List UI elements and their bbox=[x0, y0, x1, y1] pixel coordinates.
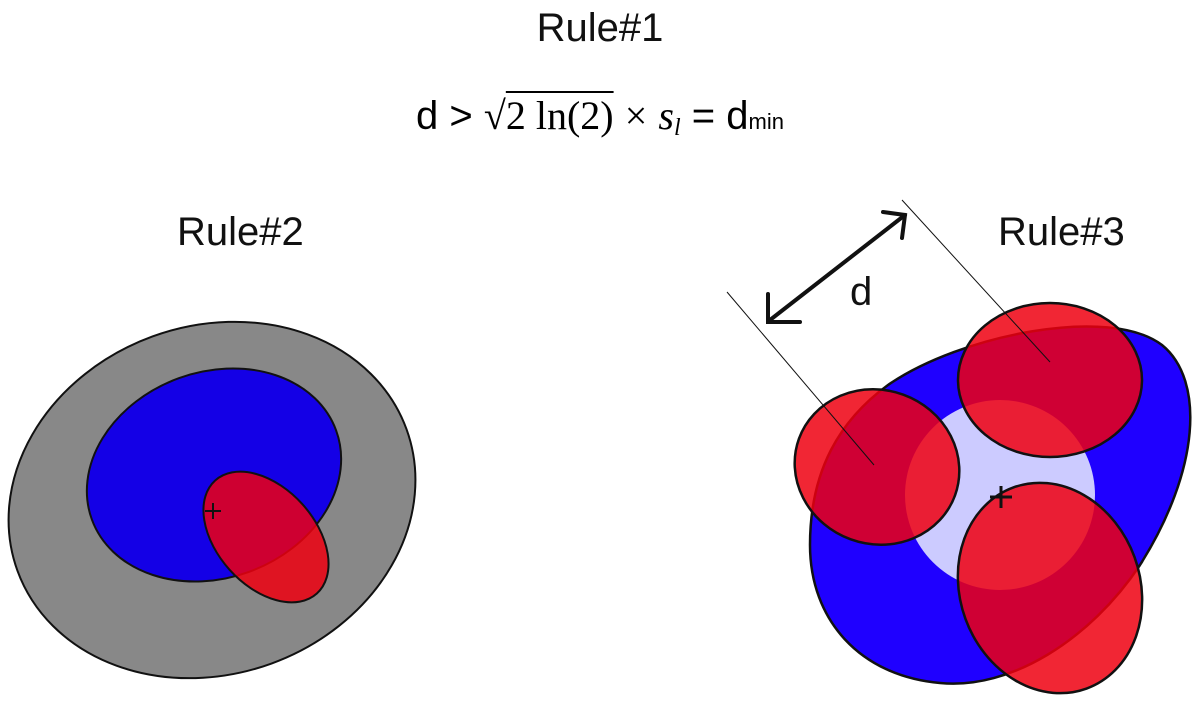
rule1-formula: d > √2 ln(2) × sl = dmin bbox=[0, 92, 1200, 142]
rule3-distance-arrow-icon bbox=[766, 210, 908, 324]
formula-eq: = bbox=[691, 94, 716, 138]
formula-lhs: d bbox=[416, 94, 439, 138]
rule3-label: Rule#3 bbox=[998, 210, 1125, 254]
rule1-title: Rule#1 bbox=[536, 6, 664, 50]
rule3-center-marker-icon bbox=[990, 486, 1012, 508]
formula-radicand: 2 ln(2) bbox=[505, 93, 614, 138]
rule2-red-ellipse bbox=[202, 470, 330, 604]
rule3-guide-line-right bbox=[901, 199, 1051, 363]
rule3-red-ellipse-left bbox=[793, 388, 961, 546]
rule3-red-ellipse-bottom bbox=[956, 481, 1144, 695]
formula-rhs-sub: min bbox=[748, 109, 784, 134]
formula-s: s bbox=[658, 93, 674, 138]
rule2-center-marker-icon bbox=[205, 503, 221, 519]
rule3-figure bbox=[726, 199, 1192, 695]
rule2-label: Rule#2 bbox=[177, 210, 304, 254]
rule3-red-ellipse-top bbox=[956, 301, 1144, 459]
distance-label: d bbox=[850, 270, 873, 314]
formula-gt: > bbox=[449, 94, 473, 138]
formula-sqrt-icon: √ bbox=[483, 93, 506, 138]
formula-rhs: d bbox=[726, 94, 749, 138]
rule2-figure bbox=[7, 320, 417, 680]
formula-s-sub: l bbox=[673, 115, 681, 141]
formula-times: × bbox=[624, 93, 648, 138]
rule3-guide-line-left bbox=[726, 291, 875, 466]
